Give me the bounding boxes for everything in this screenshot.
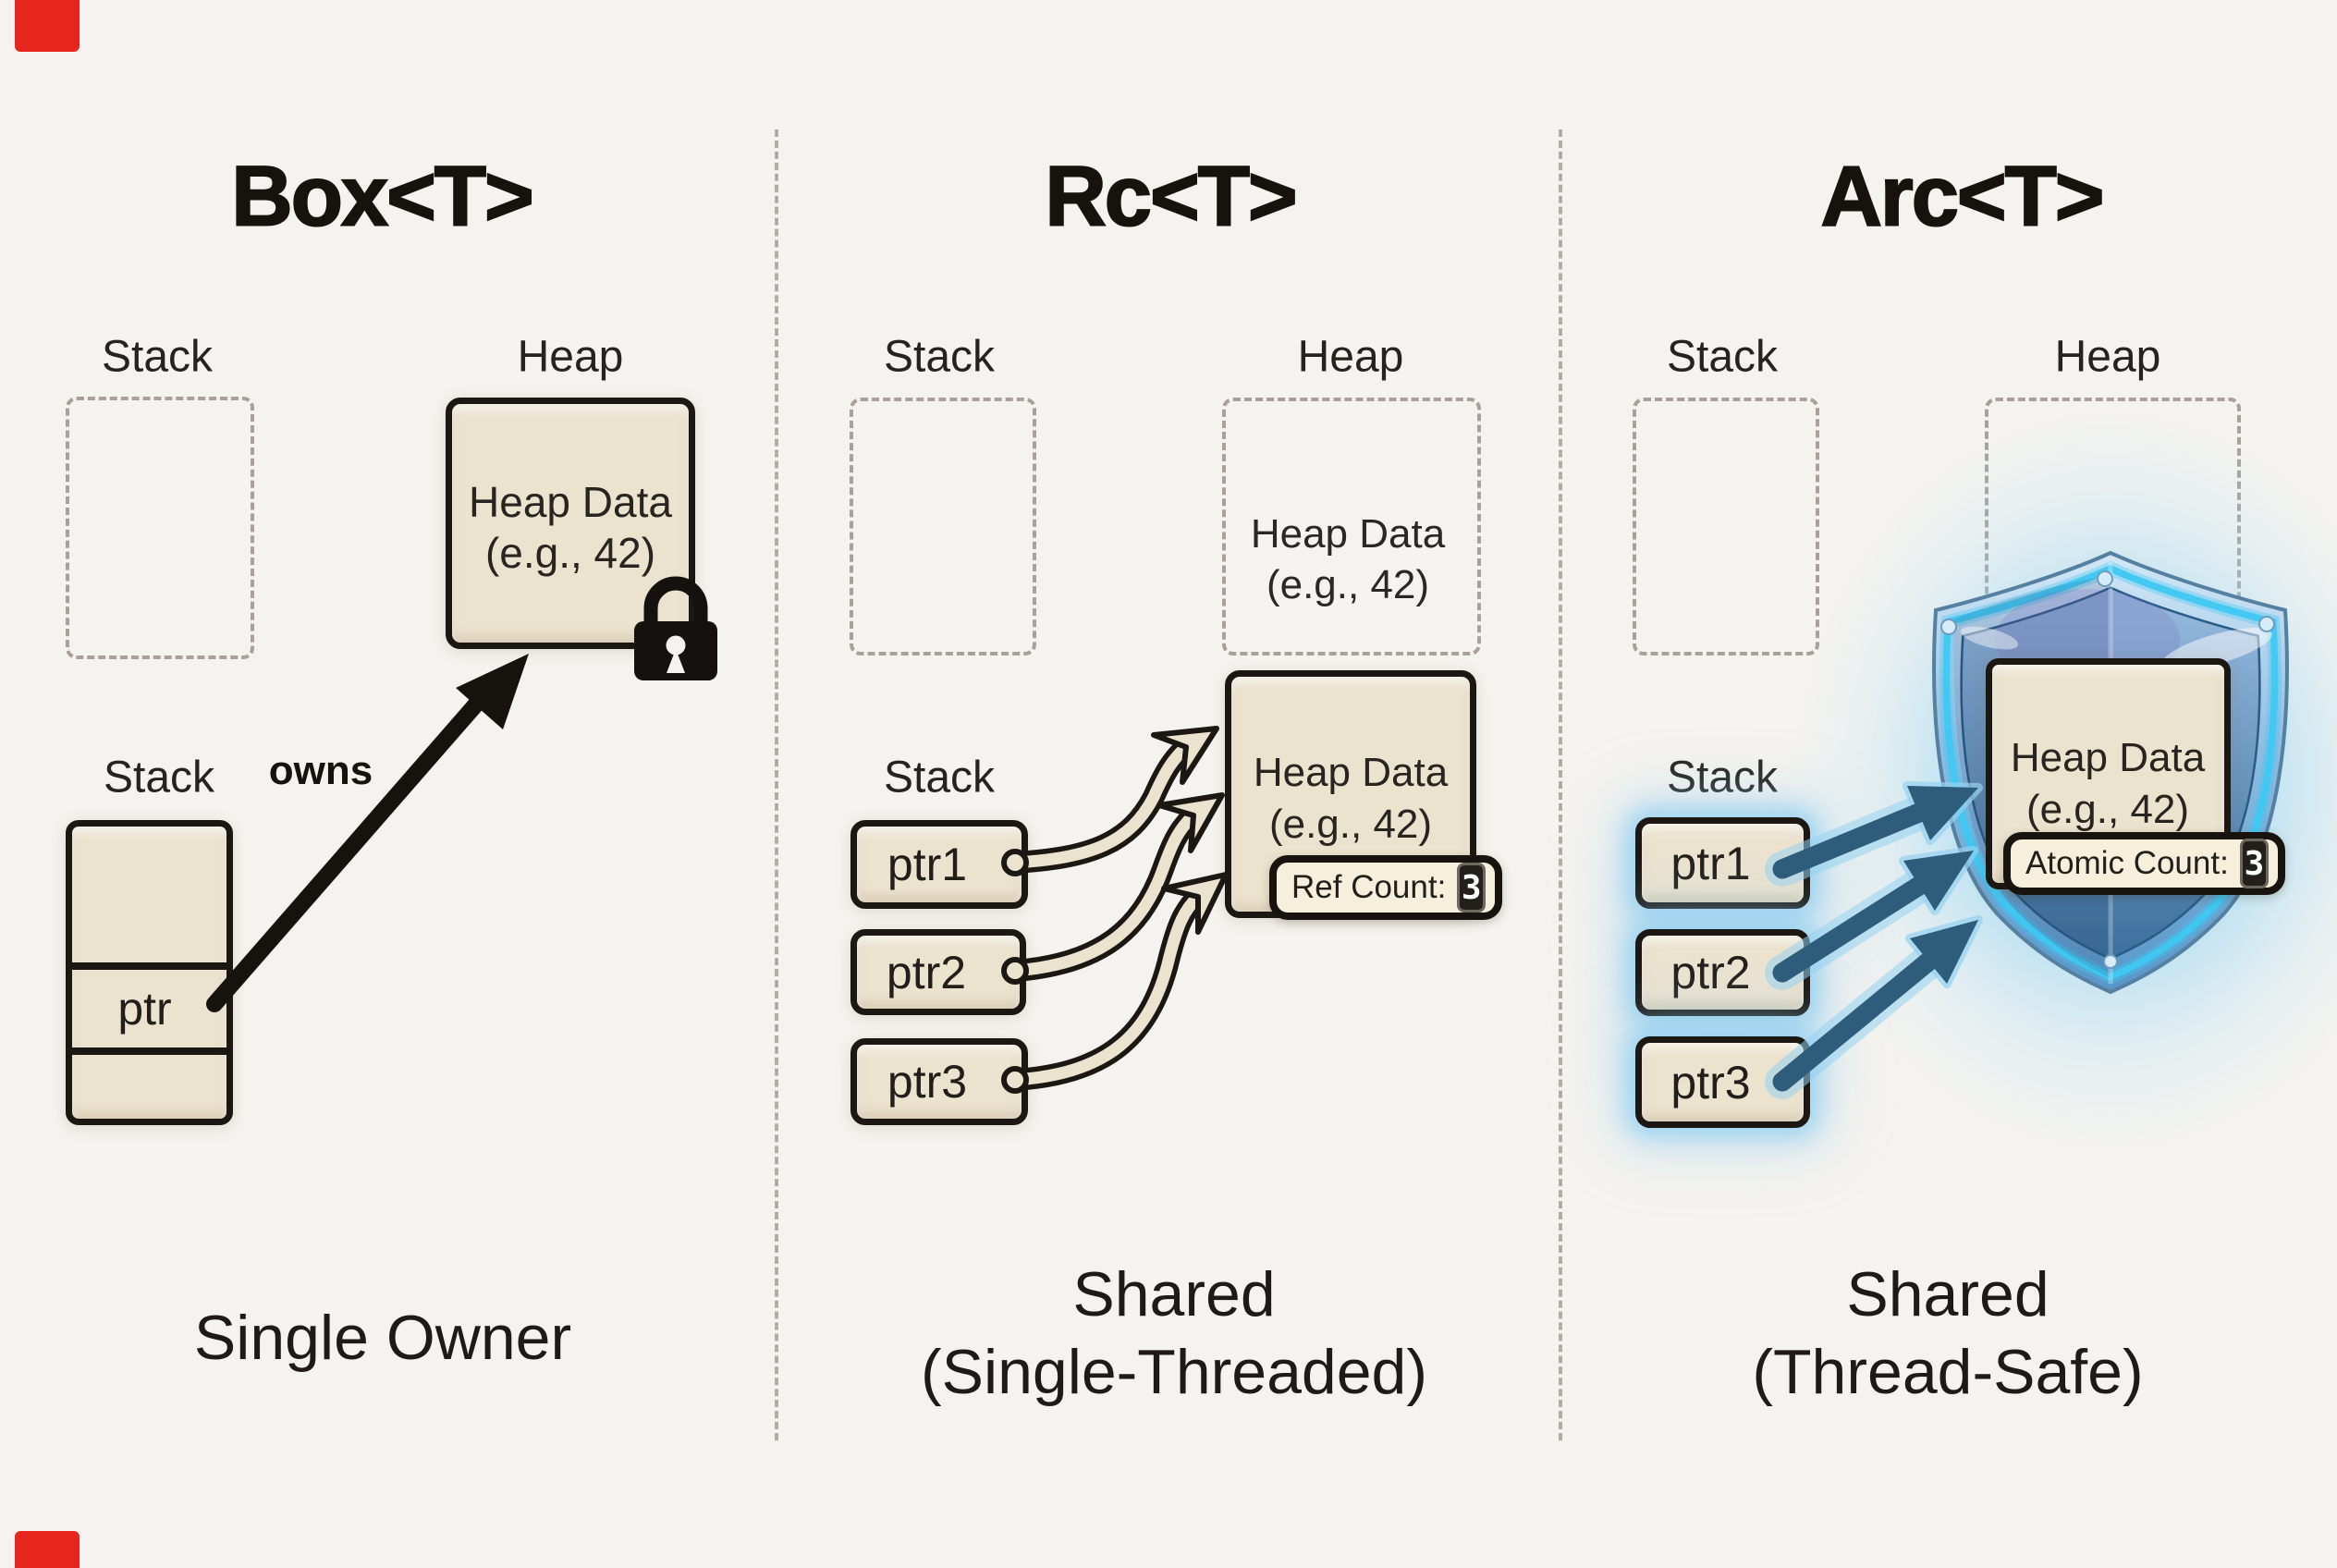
heap-data-line1-arc: Heap Data — [2010, 735, 2206, 780]
ptr3-label-rc: ptr3 — [887, 1056, 968, 1108]
ref-count-value-chip: 3 — [1457, 863, 1486, 913]
heap-data-line1-box: Heap Data — [469, 478, 672, 526]
column-title-rc: Rc<T> — [1044, 149, 1298, 245]
ptr1-label-arc: ptr1 — [1670, 837, 1751, 889]
stack-label-rc: Stack — [883, 332, 996, 382]
stack-cell-ptr: ptr — [72, 962, 226, 1047]
atomic-count-value: 3 — [2244, 844, 2265, 883]
heap-label-rc: Heap — [1297, 332, 1404, 382]
stack-cell-empty-top — [72, 827, 226, 962]
heap-data-line2-arc: (e.g., 42) — [2025, 787, 2190, 832]
ref-count-value: 3 — [1461, 868, 1482, 907]
ref-count-label: Ref Count: — [1291, 869, 1447, 905]
ptr2-label-arc: ptr2 — [1670, 947, 1751, 998]
ptr2-label-rc: ptr2 — [886, 946, 967, 998]
ptr3-box-rc: ptr3 — [850, 1038, 1028, 1125]
lower-stack-label-arc: Stack — [1666, 753, 1779, 802]
atomic-count-label: Atomic Count: — [2025, 845, 2229, 881]
heap-data-line2-rc: (e.g., 42) — [1268, 802, 1433, 847]
ptr1-label-rc: ptr1 — [887, 839, 968, 890]
heap-ghost-line2: (e.g., 42) — [1266, 562, 1430, 607]
owns-label: owns — [268, 748, 373, 793]
heap-data-line1-rc: Heap Data — [1253, 750, 1449, 795]
caption-box: Single Owner — [193, 1303, 572, 1373]
ptr-label: ptr — [117, 983, 172, 1035]
corner-mark-bottom-left — [15, 1531, 80, 1568]
stack-slot-arc — [1633, 398, 1819, 655]
heap-label-arc: Heap — [2054, 332, 2161, 382]
stack-frame-box: ptr — [66, 820, 233, 1125]
stack-label-box: Stack — [101, 332, 214, 382]
heap-slot-arc — [1985, 398, 2241, 655]
owns-arrow-icon — [206, 654, 529, 1012]
column-title-arc: Arc<T> — [1819, 149, 2105, 245]
rc-pointer-arrows — [1001, 726, 1229, 1094]
heap-data-line2-box: (e.g., 42) — [484, 529, 656, 577]
column-title-box: Box<T> — [230, 149, 534, 245]
ref-count-badge: Ref Count: 3 — [1269, 855, 1502, 920]
lower-stack-label-box: Stack — [103, 753, 215, 802]
caption-arc-line1: Shared — [1846, 1259, 2049, 1329]
caption-arc-line2: (Thread-Safe) — [1752, 1337, 2144, 1407]
lower-stack-label-rc: Stack — [883, 753, 996, 802]
heap-slot-rc — [1222, 398, 1481, 655]
ptr2-box-arc: ptr2 — [1635, 929, 1810, 1016]
caption-rc-line1: Shared — [1072, 1259, 1276, 1329]
heap-ghost-line1: Heap Data — [1250, 511, 1446, 557]
stack-label-arc: Stack — [1666, 332, 1779, 382]
atomic-count-value-chip: 3 — [2239, 839, 2269, 888]
stack-slot-box — [66, 397, 254, 659]
atomic-count-badge: Atomic Count: 3 — [2003, 832, 2285, 895]
arc-pointer-arrows — [1765, 781, 1983, 1099]
ptr2-box-rc: ptr2 — [850, 929, 1026, 1015]
ptr1-box-arc: ptr1 — [1635, 817, 1810, 909]
ptr1-box-rc: ptr1 — [850, 820, 1028, 909]
stack-cell-empty-bottom — [72, 1047, 226, 1119]
corner-mark-top-left — [15, 0, 80, 52]
column-divider — [1559, 129, 1562, 1440]
stack-slot-rc — [850, 398, 1036, 655]
caption-rc-line2: (Single-Threaded) — [920, 1337, 1428, 1407]
column-divider — [775, 129, 778, 1440]
heap-label-box: Heap — [517, 332, 624, 382]
ptr3-label-arc: ptr3 — [1670, 1056, 1751, 1109]
ptr3-box-arc: ptr3 — [1635, 1036, 1810, 1128]
